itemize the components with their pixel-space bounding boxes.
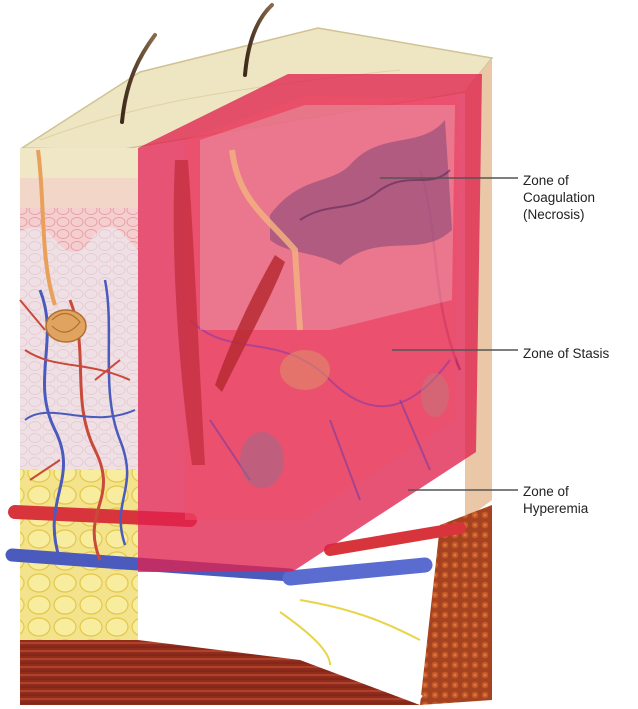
zone-coagulation-region bbox=[200, 105, 455, 330]
label-zone-hyperemia: Zone of Hyperemia bbox=[523, 483, 588, 517]
label-zone-stasis: Zone of Stasis bbox=[523, 345, 609, 362]
label-zone-coagulation: Zone of Coagulation (Necrosis) bbox=[523, 172, 595, 223]
